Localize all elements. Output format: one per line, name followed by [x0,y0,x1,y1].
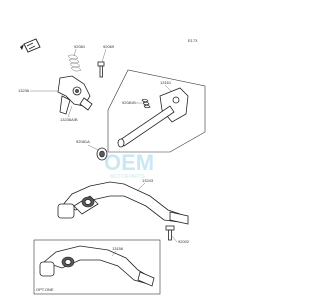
label-92081a: 92081A [76,139,90,144]
option-note: OPT.ONE [36,287,54,292]
label-13236: 13236 [18,88,30,93]
watermark-brand: OEM [104,150,154,175]
label-13156: 13156 [112,246,124,251]
oem-watermark-logo: OEM MOTORPARTS [104,150,154,180]
return-spring [67,54,82,72]
shift-shaft-assembly [107,69,206,153]
optional-pedal-box [33,239,161,295]
pivot-bolt [97,61,105,78]
detent-spring [141,98,151,109]
front-direction-icon [20,38,41,53]
label-92002: 92002 [178,239,190,244]
label-92081b: 92081B [122,100,136,105]
oil-seal [96,147,108,161]
label-13236ab: 13236A/B [60,117,78,122]
shift-pedal [57,181,189,225]
pedal-bolt [165,225,175,241]
watermark-tagline: MOTORPARTS [110,174,145,180]
label-92069: 92069 [103,44,115,49]
page-ref: E173 [188,38,198,43]
parts-diagram: E173 92081 92069 13236 13236A/B 13161 [18,38,206,295]
pedal-spline-hub [81,196,95,208]
label-13161: 13161 [160,80,172,85]
shift-mechanism-arm [57,75,93,115]
label-13243: 13243 [142,178,154,183]
label-92081: 92081 [74,44,86,49]
